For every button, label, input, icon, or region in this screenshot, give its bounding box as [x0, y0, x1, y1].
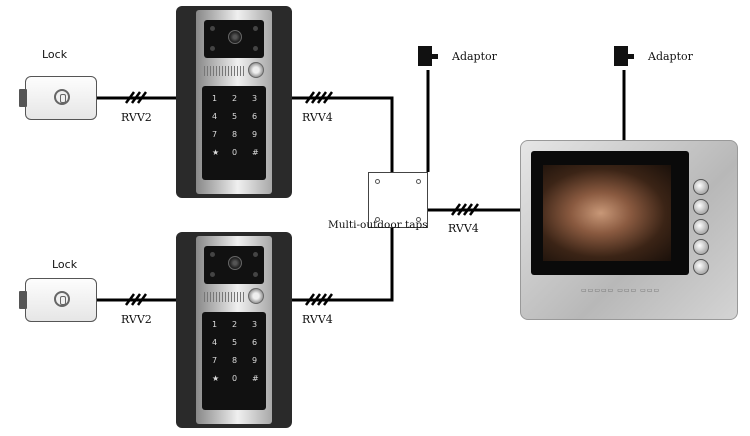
lock-cylinder-icon	[54, 89, 70, 105]
keypad-key: 0	[232, 374, 238, 383]
multi-outdoor-taps-box	[368, 172, 428, 228]
keypad-key: 4	[212, 338, 218, 347]
keypad-key: 1	[212, 320, 218, 329]
wire-rvv4-bottom	[282, 228, 394, 302]
cable-label-rvv4-top: RVV4	[302, 111, 333, 124]
keypad-key: 5	[232, 338, 238, 347]
monitor-screen	[543, 165, 671, 261]
monitor-button	[693, 259, 709, 275]
keypad-key: 9	[252, 130, 258, 139]
keypad-key: 3	[252, 320, 258, 329]
camera-icon	[204, 20, 264, 58]
keypad-key: ★	[212, 148, 220, 157]
adaptor-plug-icon	[418, 46, 438, 66]
lock-top	[19, 76, 97, 120]
camera-icon	[204, 246, 264, 284]
speaker-grille	[204, 66, 244, 76]
lock-bolt-icon	[19, 89, 27, 107]
cable-label-rvv2-bottom: RVV2	[121, 313, 152, 326]
keypad-key: #	[252, 374, 259, 383]
lock-cylinder-icon	[54, 291, 70, 307]
call-button	[248, 62, 264, 78]
wire-rvv4-top	[282, 96, 394, 172]
monitor-button	[693, 179, 709, 195]
indoor-monitor: ▭▭▭▭▭ ▭▭▭ ▭▭▭	[520, 140, 738, 320]
keypad-key: 7	[212, 356, 218, 365]
keypad-key: 2	[232, 320, 238, 329]
lock-label-bottom: Lock	[52, 258, 78, 271]
keypad-key: 0	[232, 148, 238, 157]
keypad-key: 8	[232, 356, 238, 365]
speaker-grille	[204, 292, 244, 302]
keypad-bottom: 1 2 3 4 5 6 7 8 9 ★ 0 #	[202, 312, 266, 410]
lock-label-top: Lock	[42, 48, 68, 61]
keypad-key: 9	[252, 356, 258, 365]
adaptor-label-right: Adaptor	[648, 50, 693, 63]
keypad-top: 1 2 3 4 5 6 7 8 9 ★ 0 #	[202, 86, 266, 180]
keypad-key: 3	[252, 94, 258, 103]
monitor-screen-frame	[531, 151, 689, 275]
monitor-button	[693, 239, 709, 255]
monitor-button	[693, 199, 709, 215]
adaptor-label-left: Adaptor	[452, 50, 497, 63]
cable-label-rvv4-monitor: RVV4	[448, 222, 479, 235]
door-station-top: 1 2 3 4 5 6 7 8 9 ★ 0 #	[176, 6, 292, 198]
keypad-key: 5	[232, 112, 238, 121]
cable-label-rvv4-bottom: RVV4	[302, 313, 333, 326]
call-button	[248, 288, 264, 304]
taps-label: Multi-outdoor taps	[328, 219, 428, 231]
keypad-key: 6	[252, 112, 258, 121]
keypad-key: 8	[232, 130, 238, 139]
lock-bottom	[19, 278, 97, 322]
keypad-key: 1	[212, 94, 218, 103]
door-station-bottom: 1 2 3 4 5 6 7 8 9 ★ 0 #	[176, 232, 292, 428]
cable-hash-marks	[124, 91, 480, 306]
keypad-key: #	[252, 148, 259, 157]
lock-bolt-icon	[19, 291, 27, 309]
keypad-key: 7	[212, 130, 218, 139]
monitor-brand-mark: ▭▭▭▭▭ ▭▭▭ ▭▭▭	[581, 287, 661, 294]
keypad-key: 2	[232, 94, 238, 103]
keypad-key: ★	[212, 374, 220, 383]
cable-label-rvv2-top: RVV2	[121, 111, 152, 124]
keypad-key: 4	[212, 112, 218, 121]
keypad-key: 6	[252, 338, 258, 347]
adaptor-plug-icon	[614, 46, 634, 66]
monitor-button	[693, 219, 709, 235]
